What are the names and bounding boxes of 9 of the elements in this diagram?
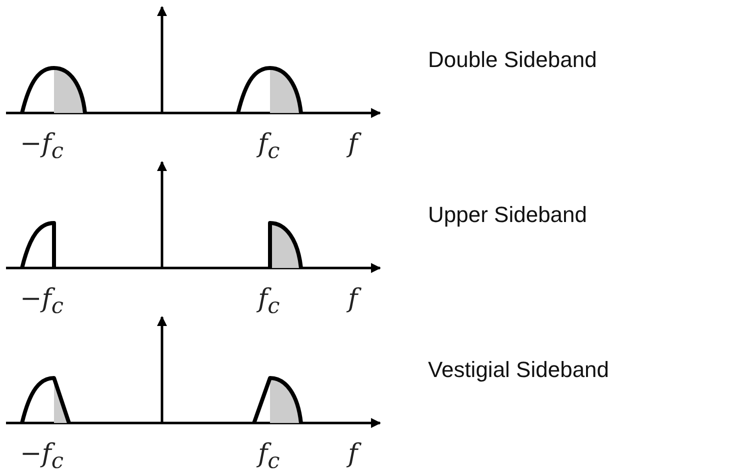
sideband-label: Vestigial Sideband [428,359,610,381]
axis-tick-label: f$_{c}$ [258,131,280,163]
axis-tick-label: f$_{c}$ [258,441,280,471]
axis-tick-label: −f$_{c}$ [20,441,64,471]
sideband-label: Double Sideband [428,49,597,71]
axis-tick-label: f$_{c}$ [258,286,280,318]
axis-tick-label: −f$_{c}$ [20,286,64,318]
sideband-label: Upper Sideband [428,204,588,226]
axis-tick-label: −f$_{c}$ [20,131,64,163]
